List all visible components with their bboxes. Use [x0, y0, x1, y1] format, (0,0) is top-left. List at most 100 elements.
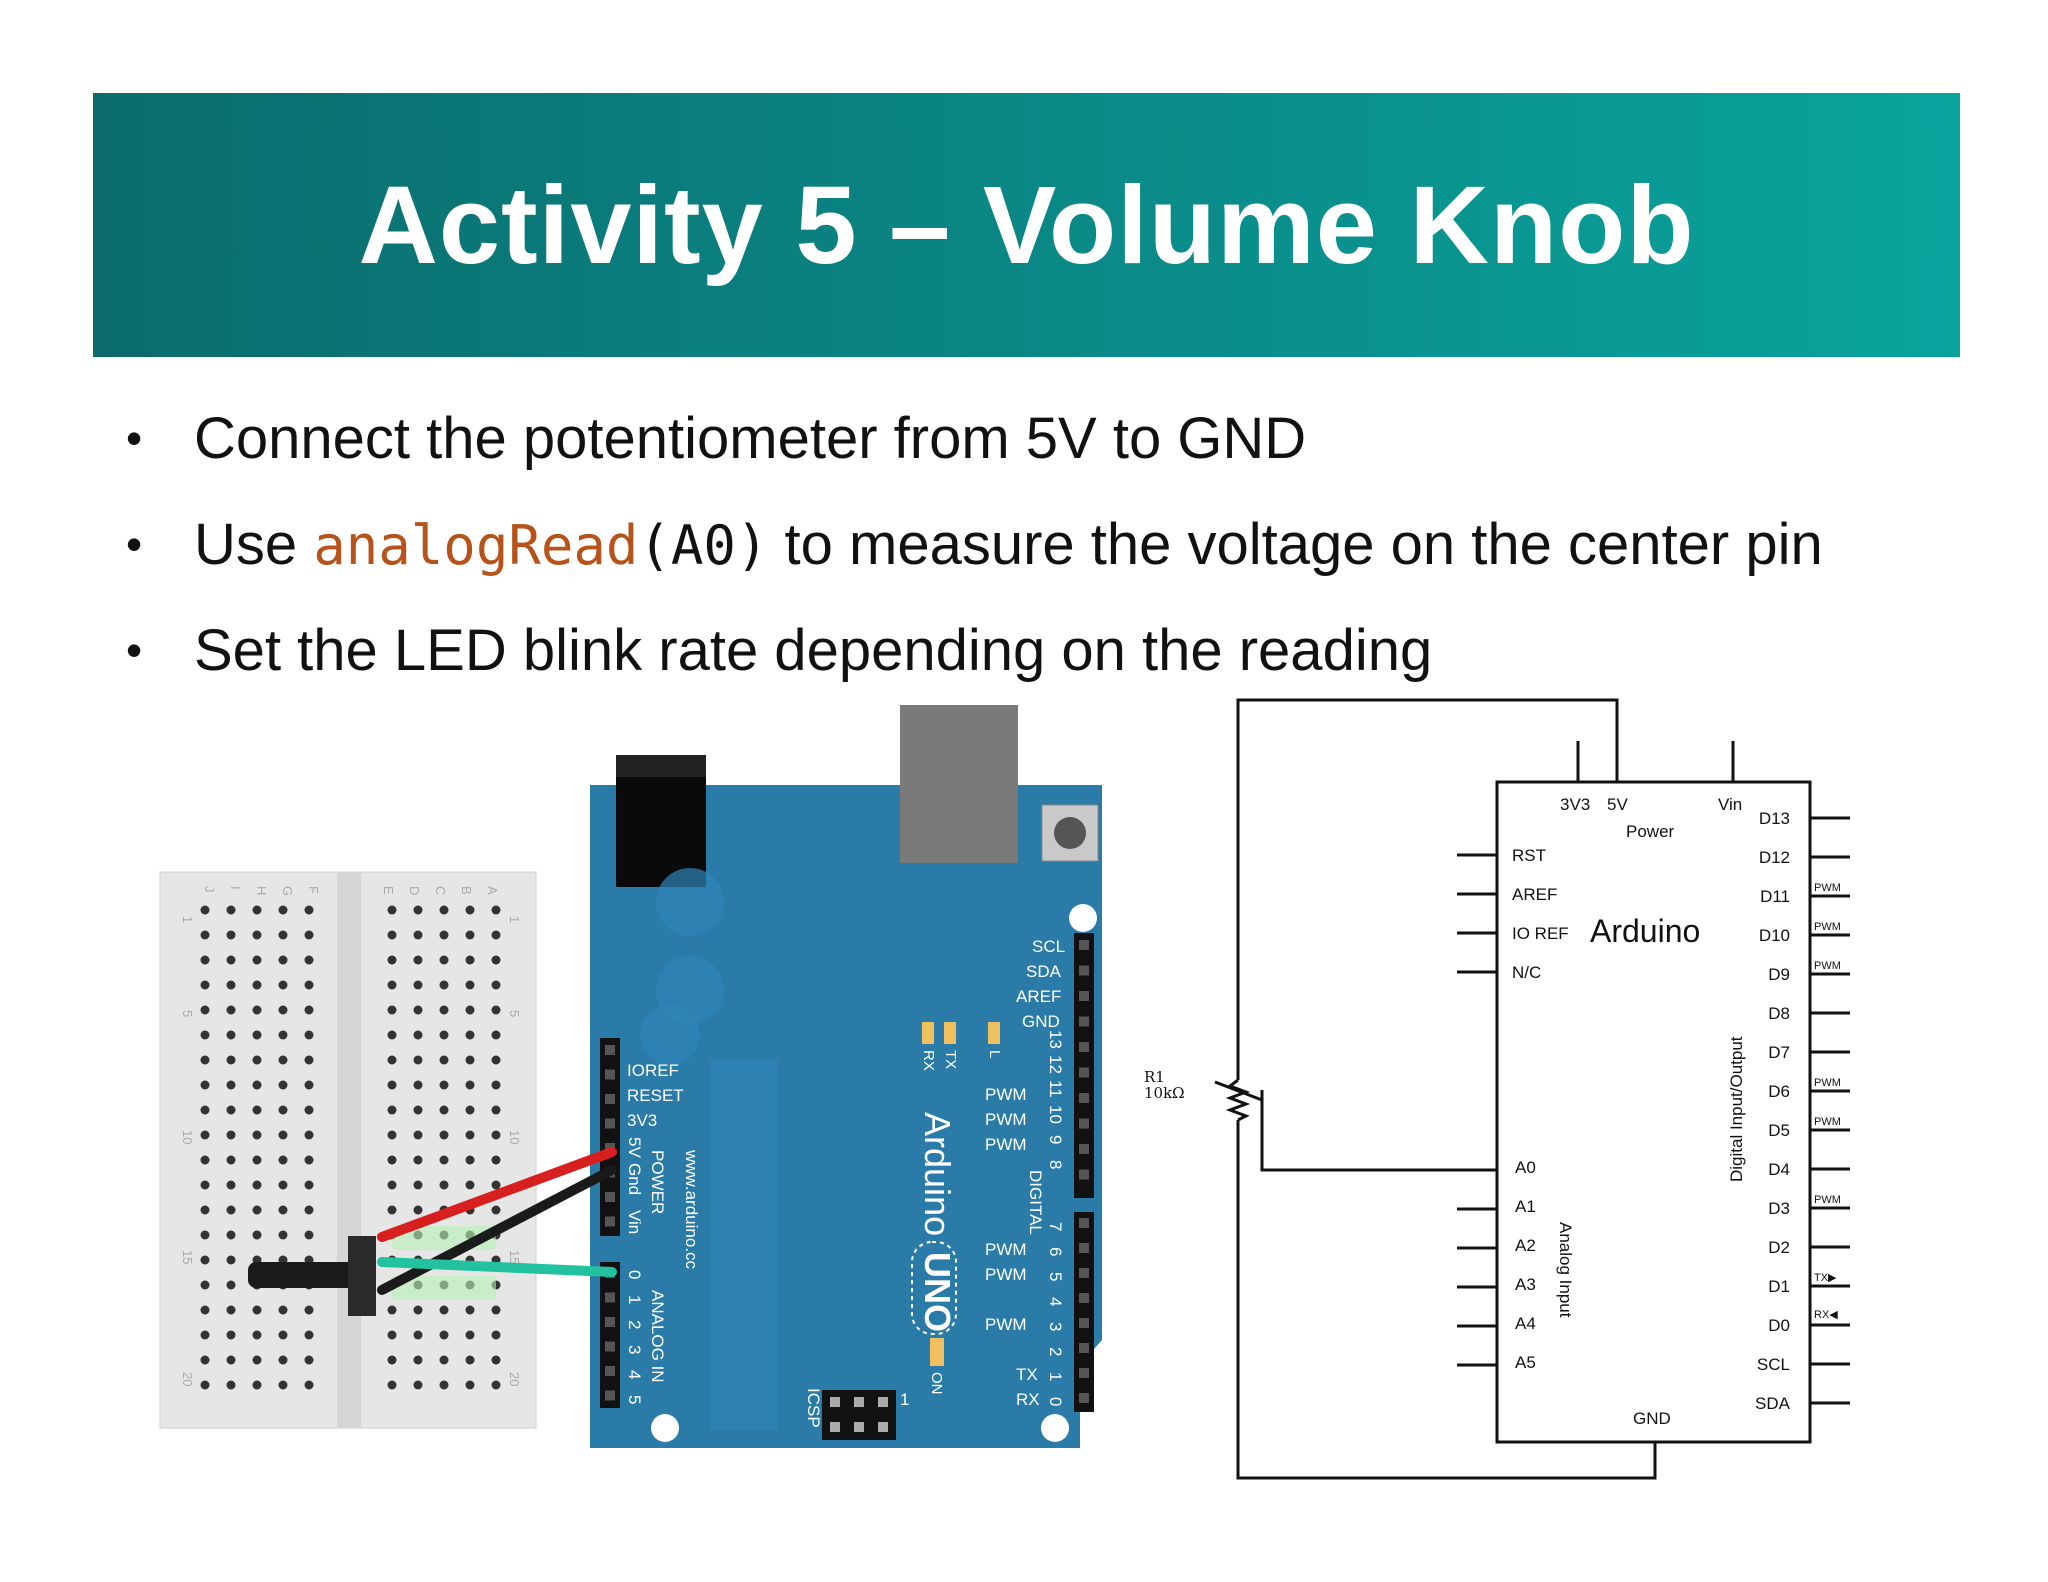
breadboard-hole: [387, 955, 397, 965]
breadboard-hole: [252, 1380, 262, 1390]
bullet-text: Connect the potentiometer from 5V to GND: [194, 405, 1307, 471]
breadboard-hole: [413, 905, 423, 915]
row-label-10: 10: [180, 1130, 195, 1144]
breadboard-hole: [491, 1205, 501, 1215]
pin-label-nc: N/C: [1512, 963, 1541, 982]
header-pin: [605, 1341, 615, 1352]
wire-5v-rail: [1236, 698, 1619, 1080]
bullet-item: • Connect the potentiometer from 5V to G…: [118, 385, 1968, 491]
breadboard-hole: [252, 1130, 262, 1140]
breadboard-hole: [252, 1155, 262, 1165]
label-d5: 5: [1046, 1272, 1065, 1281]
breadboard-hole: [278, 1155, 288, 1165]
pin-label-vin: Vin: [1718, 795, 1742, 814]
title-banner: Activity 5 – Volume Knob: [93, 93, 1960, 357]
pin-label-3v3: 3V3: [1560, 795, 1590, 814]
icsp-pin: [854, 1397, 864, 1407]
breadboard-hole: [491, 1105, 501, 1115]
breadboard-hole: [491, 930, 501, 940]
breadboard-hole: [304, 1230, 314, 1240]
col-label-i: I: [228, 886, 243, 890]
label-digital: DIGITAL: [1026, 1170, 1045, 1235]
label-d2: 2: [1046, 1347, 1065, 1356]
col-label-f: F: [306, 886, 321, 894]
breadboard-hole: [304, 1055, 314, 1065]
label-analog-a0: 0: [625, 1270, 644, 1279]
breadboard-hole: [491, 980, 501, 990]
schematic-pin-stubs: [1457, 816, 1850, 1405]
header-pin: [1079, 1118, 1089, 1129]
wire-gnd-rail: [1236, 1120, 1657, 1480]
pin-label-d1: D1: [1768, 1277, 1790, 1296]
breadboard-hole: [252, 1005, 262, 1015]
breadboard-hole: [491, 1355, 501, 1365]
breadboard-wiring-illustration: 1 5 10 15 20 1 5 10 15 20 J I H G F E D …: [159, 705, 1102, 1448]
breadboard-hole: [491, 905, 501, 915]
breadboard-hole: [200, 1005, 210, 1015]
breadboard-hole: [413, 980, 423, 990]
bullet-item: • Set the LED blink rate depending on th…: [118, 597, 1968, 703]
breadboard-hole: [465, 1155, 475, 1165]
breadboard-hole: [304, 1205, 314, 1215]
pin-label-rst: RST: [1512, 846, 1546, 865]
breadboard-hole: [491, 1080, 501, 1090]
pin-label-d4: D4: [1768, 1160, 1790, 1179]
breadboard-hole: [304, 1305, 314, 1315]
breadboard-hole: [278, 1055, 288, 1065]
breadboard-hole: [387, 1080, 397, 1090]
digital-group-label: Digital Input/Output: [1727, 1036, 1746, 1182]
breadboard-hole: [439, 1305, 449, 1315]
breadboard-hole: [387, 1205, 397, 1215]
pwm-tag-d11: PWM: [1814, 882, 1841, 894]
pwm-tag-d10: PWM: [1814, 921, 1841, 933]
label-icsp-pin1: 1: [900, 1390, 909, 1409]
breadboard-hole: [465, 1130, 475, 1140]
mount-hole: [1041, 1414, 1069, 1442]
label-pwm: PWM: [985, 1240, 1027, 1259]
pin-label-d3: D3: [1768, 1199, 1790, 1218]
on-led: [930, 1338, 944, 1366]
breadboard-hole: [252, 1180, 262, 1190]
label-d0: 0: [1046, 1397, 1065, 1406]
header-pin: [1079, 1093, 1089, 1103]
breadboard-hole: [278, 955, 288, 965]
power-header: [600, 1038, 620, 1236]
mount-hole: [651, 1414, 679, 1442]
breadboard-hole: [200, 930, 210, 940]
breadboard-hole: [465, 1355, 475, 1365]
breadboard-hole: [200, 955, 210, 965]
breadboard-hole: [278, 1180, 288, 1190]
uno-logo-outline: [911, 1241, 957, 1335]
icsp-pin: [830, 1422, 840, 1432]
breadboard-hole: [465, 1305, 475, 1315]
row-label-15: 15: [507, 1250, 522, 1264]
label-pwm: PWM: [985, 1085, 1027, 1104]
breadboard-hole: [413, 1355, 423, 1365]
header-pin: [1079, 1169, 1089, 1180]
pwm-tag-d5: PWM: [1814, 1116, 1841, 1128]
pin-label-sda: SDA: [1755, 1394, 1791, 1413]
label-d4: 4: [1046, 1297, 1065, 1306]
breadboard-hole: [491, 1055, 501, 1065]
pin-label-scl: SCL: [1757, 1355, 1790, 1374]
breadboard-hole: [200, 1205, 210, 1215]
breadboard-hole: [413, 1030, 423, 1040]
breadboard-hole: [226, 1330, 236, 1340]
breadboard-hole: [226, 1130, 236, 1140]
breadboard-hole: [226, 1155, 236, 1165]
pin-label-d6: D6: [1768, 1082, 1790, 1101]
breadboard-hole: [226, 955, 236, 965]
breadboard-hole: [278, 1080, 288, 1090]
breadboard-hole: [439, 930, 449, 940]
breadboard-hole: [439, 1005, 449, 1015]
breadboard-hole: [491, 1330, 501, 1340]
breadboard-hole: [200, 1330, 210, 1340]
label-ioref: IOREF: [627, 1061, 679, 1080]
label-pwm: PWM: [985, 1110, 1027, 1129]
potentiometer-knob: [248, 1262, 360, 1288]
pin-label-gnd: GND: [1633, 1409, 1671, 1428]
breadboard-hole: [304, 1180, 314, 1190]
label-d11: 11: [1046, 1080, 1065, 1098]
label-d9: 9: [1046, 1135, 1065, 1144]
breadboard-hole: [465, 955, 475, 965]
